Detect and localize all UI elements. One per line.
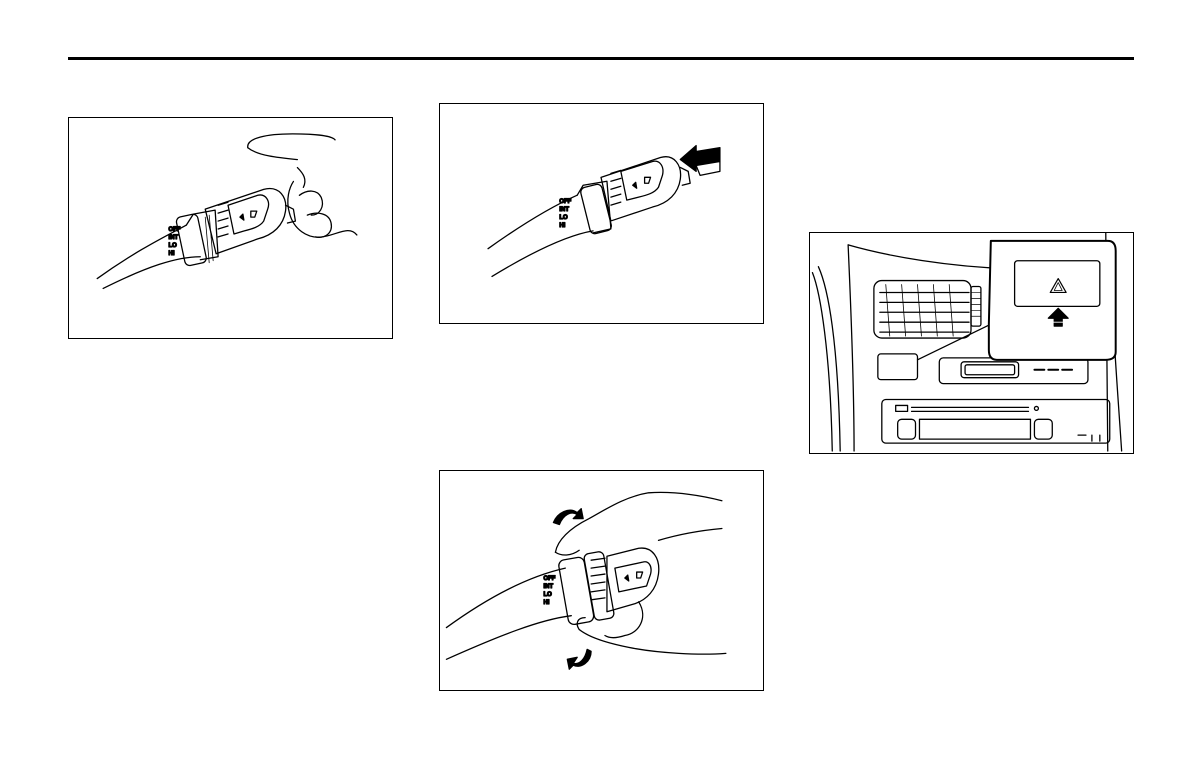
switch-label-hi: HI xyxy=(544,600,550,606)
header-rule xyxy=(68,57,1134,60)
switch-label-off: OFF xyxy=(169,227,181,233)
switch-label-hi: HI xyxy=(169,251,175,257)
figure-wiper-ring-rotate: OFF INT LO HI xyxy=(439,470,764,691)
switch-label-lo: LO xyxy=(544,592,553,598)
fig2-switch-labels: OFF INT LO HI xyxy=(559,199,571,229)
fig3-switch-labels: OFF INT LO HI xyxy=(544,576,556,606)
figure-wiper-lever-pull: OFF INT LO HI xyxy=(68,117,393,339)
figure-wiper-lever-push: OFF INT LO HI xyxy=(439,103,764,324)
switch-label-lo: LO xyxy=(169,243,178,249)
switch-label-off: OFF xyxy=(559,199,571,205)
fig1-switch-labels: OFF INT LO HI xyxy=(169,227,181,257)
switch-label-int: INT xyxy=(169,235,179,241)
switch-label-int: INT xyxy=(559,207,569,213)
switch-label-off: OFF xyxy=(544,576,556,582)
rotate-down-arrow-icon xyxy=(567,649,591,669)
rotate-up-arrow-icon xyxy=(553,509,583,525)
switch-label-lo: LO xyxy=(559,215,568,221)
switch-label-int: INT xyxy=(544,584,554,590)
figure-hazard-switch xyxy=(809,232,1134,454)
switch-label-hi: HI xyxy=(559,223,565,229)
